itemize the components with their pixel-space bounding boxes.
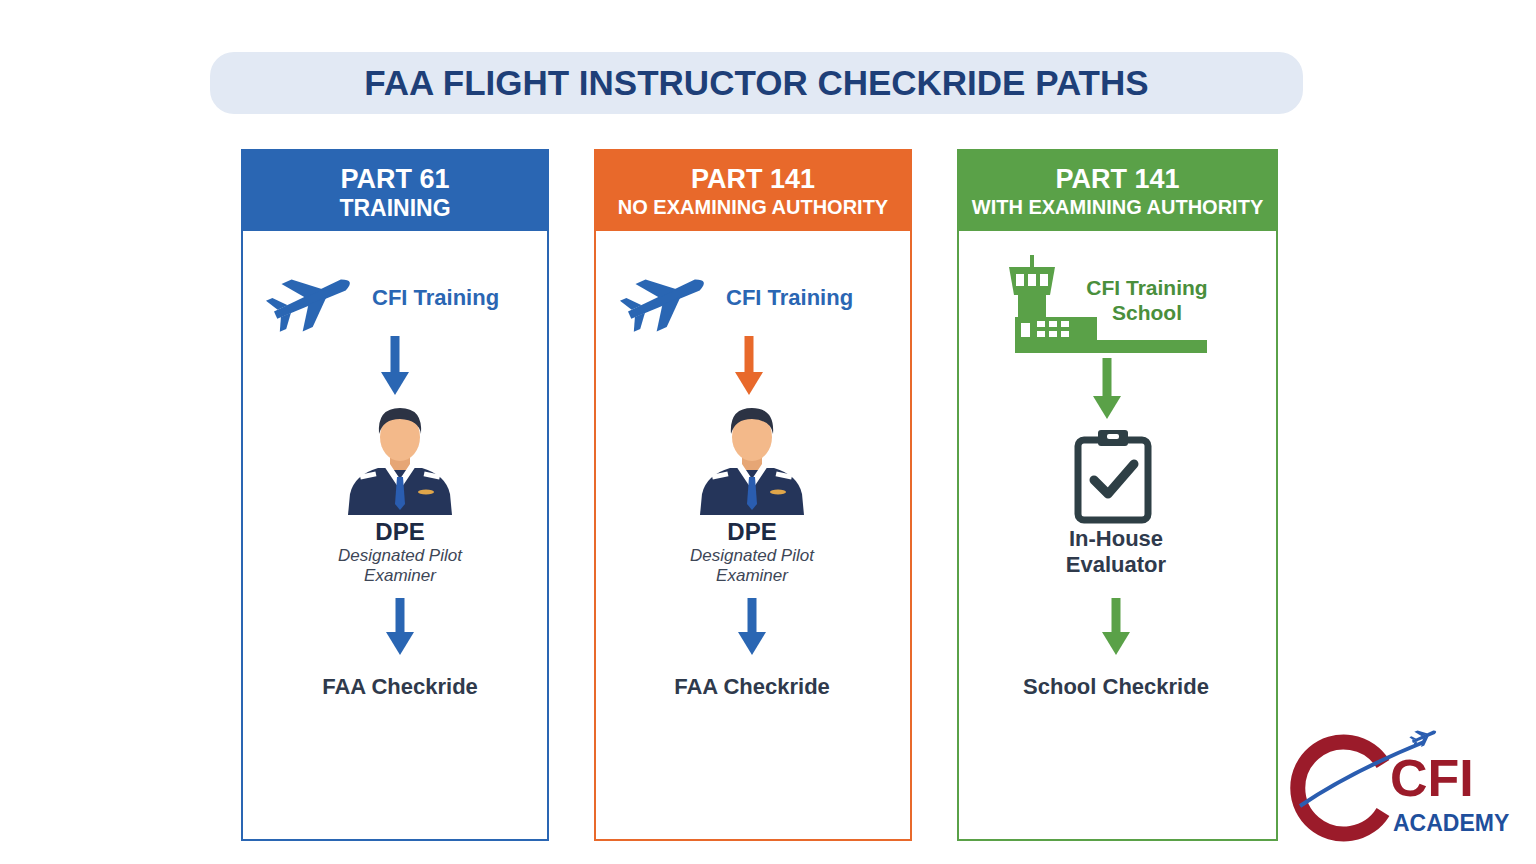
flow-arrow [748,598,757,632]
step-label: In-House Evaluator [1040,526,1192,578]
column-subtitle: TRAINING [243,195,547,223]
checkride-step: FAA Checkride [300,654,500,716]
diagram-title: FAA FLIGHT INSTRUCTOR CHECKRIDE PATHS [364,63,1148,103]
column-title: PART 61 [243,163,547,195]
title-band: FAA FLIGHT INSTRUCTOR CHECKRIDE PATHS [210,52,1303,114]
flow-arrow [1103,358,1112,396]
logo-text: CFI [1390,748,1474,808]
airplane-icon [616,258,714,340]
pilot-icon [700,408,804,515]
flow-arrow [1112,598,1121,632]
training-step: CFI Training [620,266,878,336]
school-step: CFI Training School [1003,252,1211,358]
flow-arrow [745,336,754,372]
path-column: PART 141NO EXAMINING AUTHORITY CFI Traini… [594,149,912,841]
step-label: CFI Training [726,285,876,311]
step-label: DPE [320,518,480,546]
column-subtitle: WITH EXAMINING AUTHORITY [959,195,1276,219]
column-header: PART 141NO EXAMINING AUTHORITY [596,151,910,231]
step-description: Designated Pilot Examiner [325,546,475,586]
logo-subtext: ACADEMY [1393,810,1509,837]
control-tower-icon [1009,255,1207,353]
clipboard-icon [1078,430,1148,520]
step-description: Designated Pilot Examiner [677,546,827,586]
flow-arrow [396,598,405,632]
examiner-step: DPEDesignated Pilot Examiner [672,394,832,598]
column-title: PART 141 [596,163,910,195]
column-header: PART 61TRAINING [243,151,547,231]
step-label: FAA Checkride [652,674,852,700]
airplane-icon [262,258,360,340]
step-label: CFI Training [372,285,522,311]
training-step: CFI Training [266,266,524,336]
path-column: PART 141WITH EXAMINING AUTHORITY CFI Trai… [957,149,1278,841]
column-title: PART 141 [959,163,1276,195]
checkride-step: School Checkride [1016,654,1216,716]
step-label: CFI Training School [1079,276,1215,326]
step-label: DPE [672,518,832,546]
evaluator-step: In-House Evaluator [1040,418,1192,598]
flow-arrow [391,336,400,372]
examiner-step: DPEDesignated Pilot Examiner [320,394,480,598]
step-label: FAA Checkride [300,674,500,700]
checkride-step: FAA Checkride [652,654,852,716]
pilot-icon [348,408,452,515]
column-subtitle: NO EXAMINING AUTHORITY [596,195,910,219]
step-label: School Checkride [1016,674,1216,700]
column-header: PART 141WITH EXAMINING AUTHORITY [959,151,1276,231]
path-column: PART 61TRAINING CFI TrainingDPEDesignated… [241,149,549,841]
